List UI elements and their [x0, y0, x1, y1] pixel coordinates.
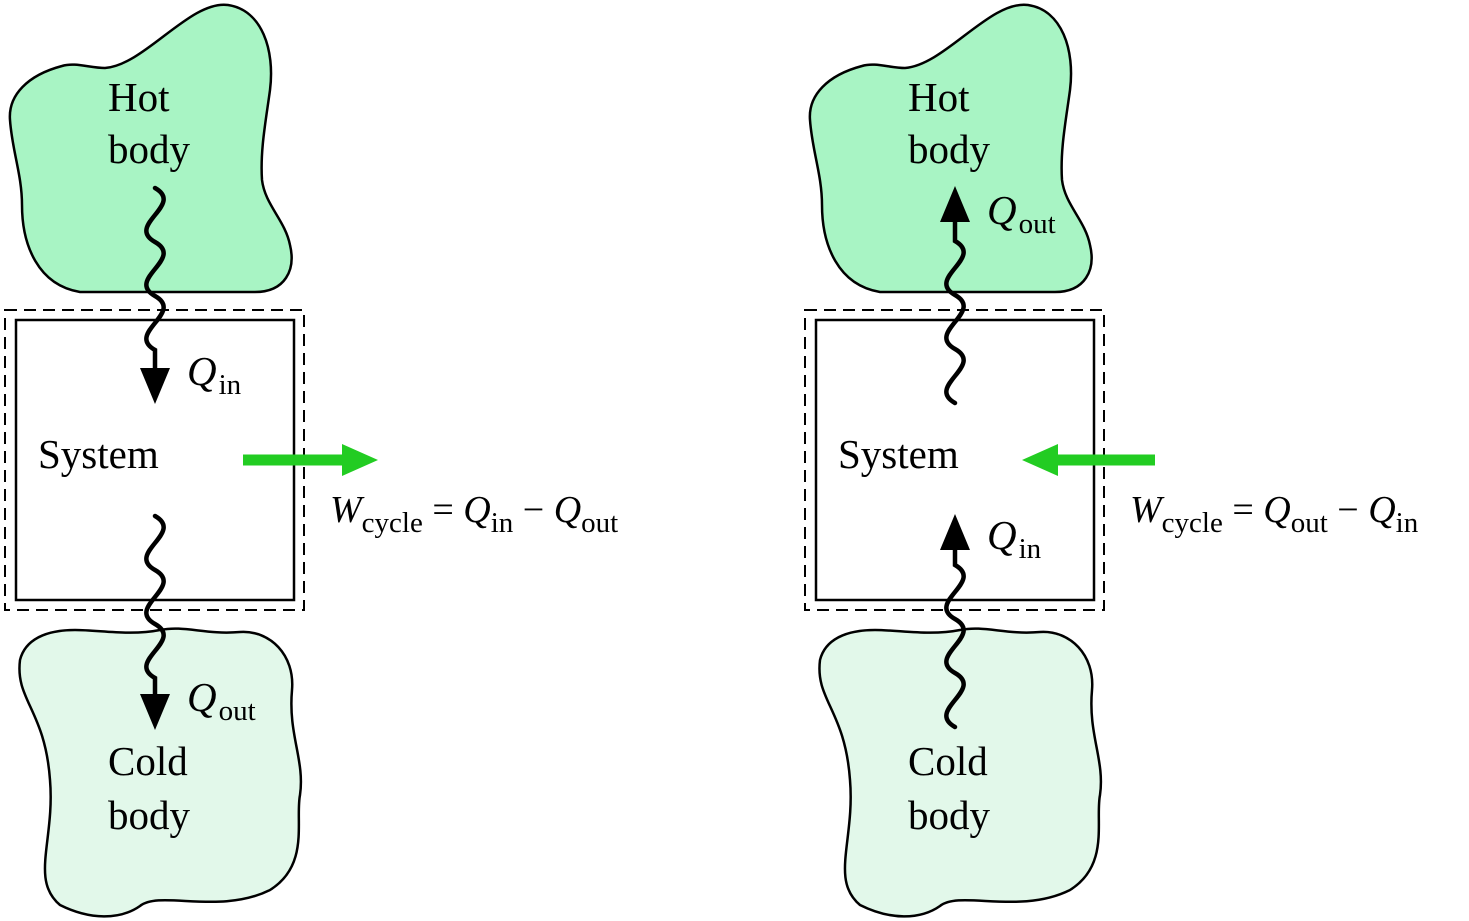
heat-out-wave — [944, 217, 966, 406]
q-in-label: Qin — [987, 512, 1042, 565]
hot-body-label-line2: body — [108, 126, 191, 172]
system-label: System — [838, 431, 959, 477]
power-cycle-panel: Hot body System Qin Qout Cold body Wcycl… — [4, 3, 618, 918]
cold-body-blob — [18, 627, 303, 918]
cold-body-label-line1: Cold — [908, 738, 988, 784]
heat-out-arrowhead — [940, 186, 970, 222]
hot-body-label-line1: Hot — [908, 74, 970, 120]
heat-in-arrowhead — [140, 368, 170, 404]
heat-in-wave — [944, 545, 966, 730]
refrigeration-cycle-panel: Hot body System Qout Qin Cold body Wcycl… — [804, 3, 1419, 918]
hot-body-blob — [8, 3, 293, 294]
heat-in-wave — [144, 185, 166, 378]
hot-body-label-line2: body — [908, 126, 991, 172]
heat-in-arrowhead — [940, 514, 970, 550]
power-cycle-equation: Wcycle = Qin − Qout — [330, 489, 618, 539]
refrigeration-cycle-equation: Wcycle = Qout − Qin — [1130, 489, 1419, 539]
cold-body-blob — [818, 627, 1103, 918]
work-out-arrowhead — [342, 444, 378, 476]
hot-body-blob — [808, 3, 1093, 294]
q-out-label: Qout — [187, 674, 256, 727]
heat-out-wave — [144, 513, 166, 703]
system-label: System — [38, 431, 159, 477]
hot-body-label-line1: Hot — [108, 74, 170, 120]
q-out-label: Qout — [987, 187, 1056, 240]
heat-out-arrowhead — [140, 694, 170, 730]
q-in-label: Qin — [187, 348, 242, 401]
cold-body-label-line1: Cold — [108, 738, 188, 784]
work-in-arrowhead — [1022, 444, 1058, 476]
cold-body-label-line2: body — [108, 792, 191, 838]
cold-body-label-line2: body — [908, 792, 991, 838]
